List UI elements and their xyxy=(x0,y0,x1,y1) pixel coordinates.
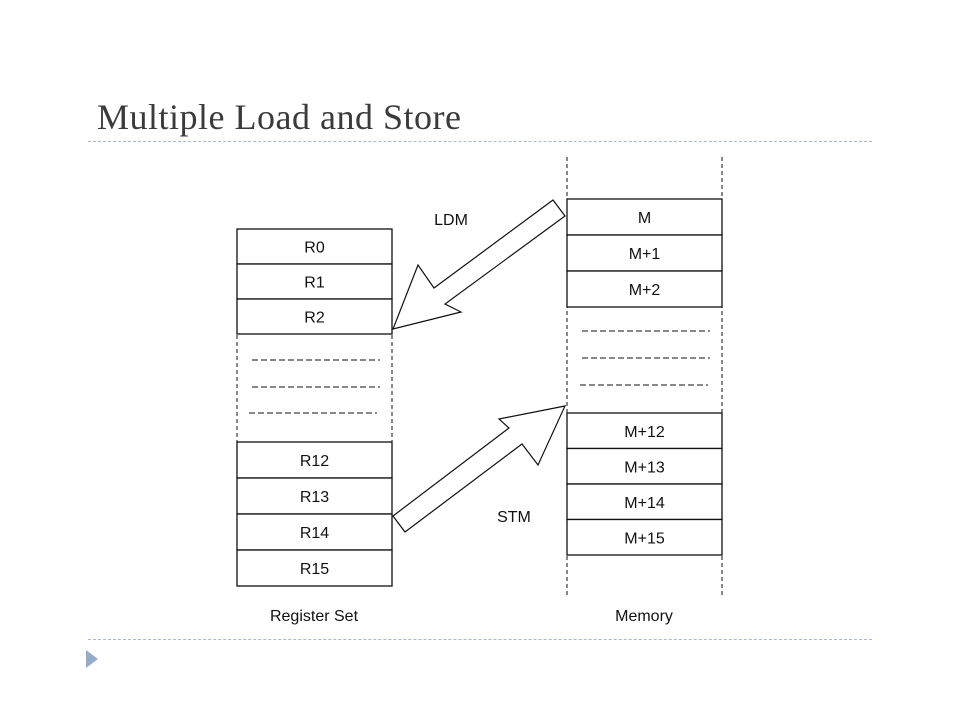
title-divider xyxy=(88,141,872,142)
register-cell-label: R13 xyxy=(300,489,329,506)
register-cell xyxy=(236,228,393,265)
register-set-caption: Register Set xyxy=(270,608,359,625)
ldm-label: LDM xyxy=(434,212,468,229)
memory-cell xyxy=(566,518,723,556)
register-cell-label: R1 xyxy=(304,275,325,292)
register-cell xyxy=(236,549,393,587)
memory: M M+1M+2 M+12M+13M+14M+15 Memory xyxy=(566,157,723,625)
bullet-triangle-icon xyxy=(86,650,98,668)
memory-cell-label: M+15 xyxy=(624,530,665,547)
memory-top-cells: M M+1M+2 xyxy=(566,198,723,308)
footer-divider xyxy=(88,639,872,640)
register-cell xyxy=(236,441,393,479)
memory-cell xyxy=(566,234,723,272)
register-cell-label: R14 xyxy=(300,525,329,542)
memory-cell-label: M xyxy=(638,210,651,227)
ldm-arrow xyxy=(392,199,566,330)
memory-cell-label: M+12 xyxy=(624,424,665,441)
register-cell-label: R0 xyxy=(304,240,325,257)
register-cell-label: R2 xyxy=(304,310,325,327)
memory-cell xyxy=(566,270,723,308)
stm-arrow xyxy=(392,405,567,533)
register-cell-label: R12 xyxy=(300,453,329,470)
memory-caption: Memory xyxy=(615,608,673,625)
register-cell xyxy=(236,298,393,335)
memory-cell-label: M+1 xyxy=(629,246,661,263)
slide-title: Multiple Load and Store xyxy=(97,97,462,137)
register-cell xyxy=(236,513,393,551)
memory-cell xyxy=(566,447,723,485)
stm-label: STM xyxy=(497,509,531,526)
memory-cell xyxy=(566,198,723,236)
memory-cell-label: M+14 xyxy=(624,495,665,512)
memory-cell-label: M+2 xyxy=(629,282,661,299)
memory-cell-label: M+13 xyxy=(624,459,665,476)
register-cell-label: R15 xyxy=(300,561,329,578)
register-cell xyxy=(236,477,393,515)
memory-cell xyxy=(566,412,723,450)
memory-bottom-cells: M+12M+13M+14M+15 xyxy=(566,412,723,556)
